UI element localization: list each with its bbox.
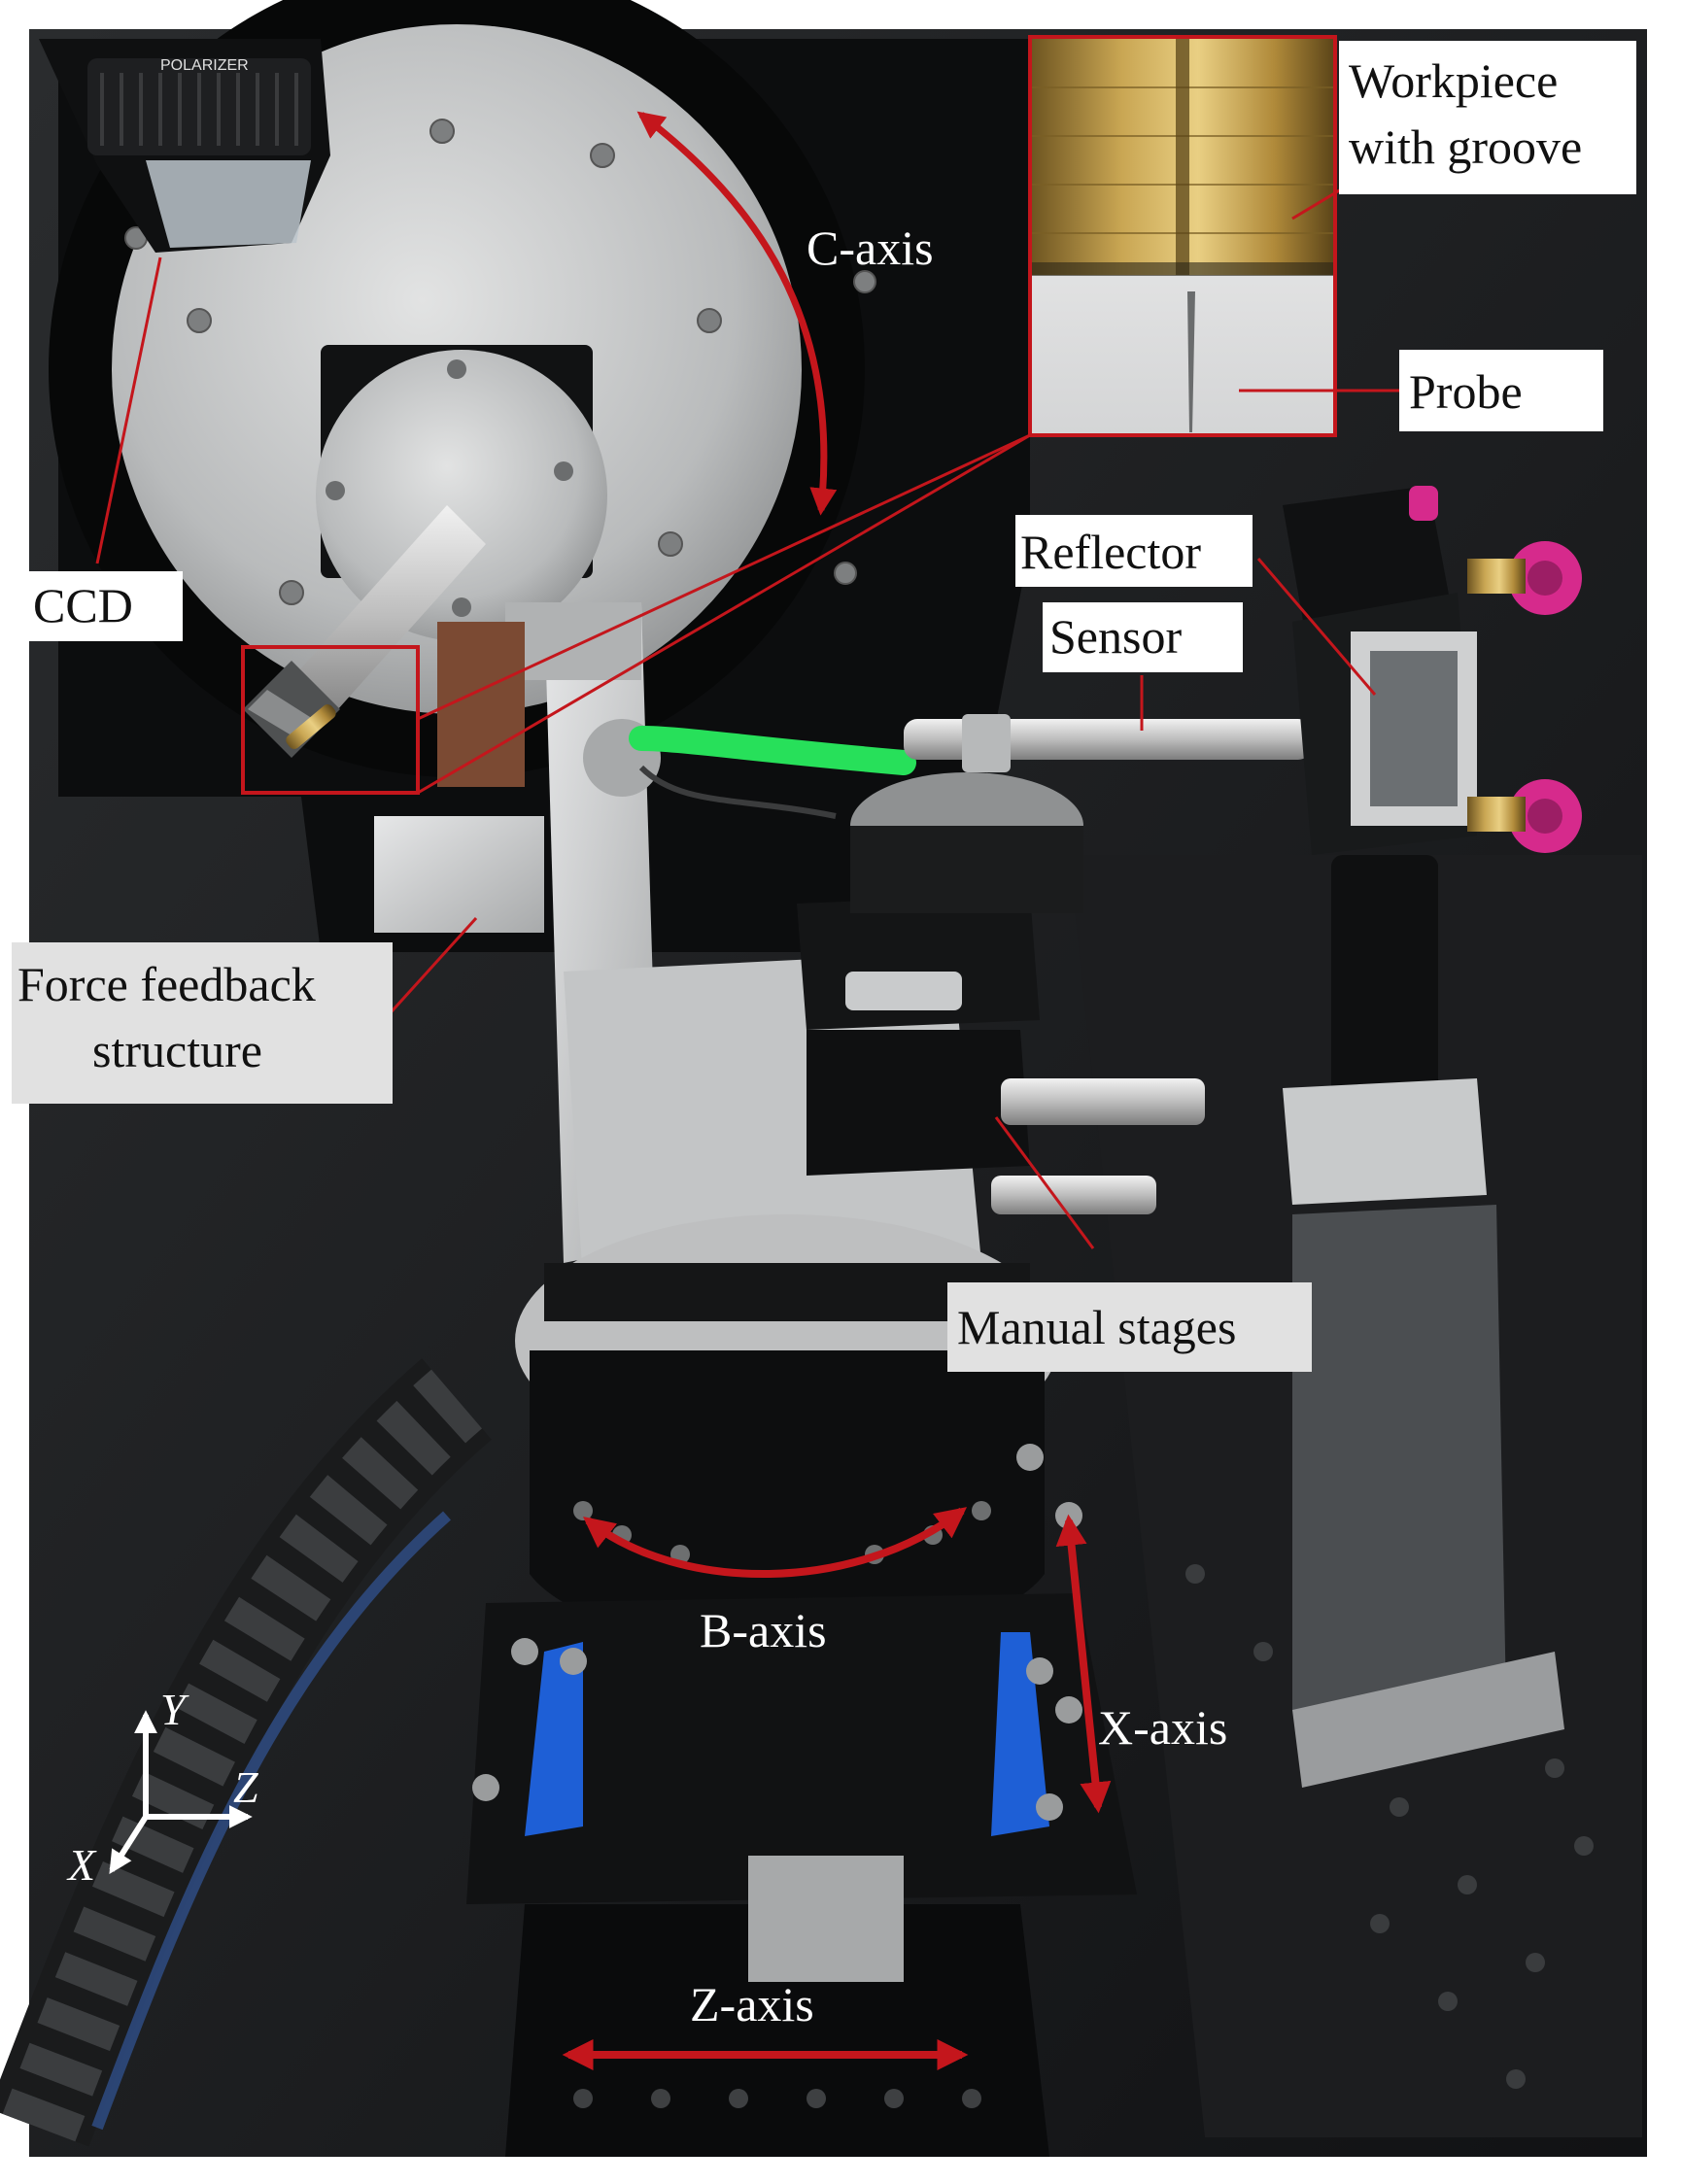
micrometer-2 [991,1176,1156,1214]
z-axis-label: Z-axis [690,1977,814,2031]
x-axis-arrow [1055,1514,1112,1814]
probe-label: Probe [1409,364,1523,419]
ccd-ring-grip [100,73,298,146]
zoom-leader-upper [417,433,1031,721]
x-axis-frame-arrow [109,1815,149,1875]
right-bracket [1292,1205,1506,1710]
lens-marking: POLARIZER [160,57,249,74]
workpiece-label-line2: with groove [1349,119,1582,174]
c-axis-label: C-axis [807,221,934,275]
coordinate-frame: Y Z X [66,1685,258,1890]
sensor-label-box [1043,602,1243,672]
ccd-label: CCD [33,578,133,632]
force-leader [382,916,478,1022]
force-block [374,816,544,933]
zoom-region-box [241,645,420,795]
force-label-line1: Force feedback [17,957,316,1011]
blue-cable [91,1511,451,2131]
stages-label-box [947,1282,1312,1372]
ccd-leader [95,256,162,564]
workpiece-label-box [1339,41,1636,194]
micrometer-1 [1001,1078,1205,1125]
inset-probe [1187,291,1195,432]
force-label-line2: structure [92,1023,262,1077]
inset-groove [1176,37,1189,275]
c-axis-arrow [636,111,838,516]
workpiece-brass [286,704,336,749]
spindle-shaft [282,505,486,729]
reflector-label: Reflector [1020,525,1201,579]
hub-disk [316,350,607,641]
knob-upper-screw [1467,559,1526,594]
flexure-top [505,602,641,680]
inset-zoom [1030,37,1335,435]
reflector-leader [1256,558,1377,696]
force-label-box [12,942,393,1104]
reflector-post [1331,855,1438,1108]
ccd-lens-glass [146,160,311,248]
base-plate [466,1593,1137,1904]
z-carriage [748,1856,904,1982]
green-cable [629,726,916,775]
b-axis-body [530,1350,1045,1647]
reflector-mirror [1370,651,1458,806]
z-holes [573,2089,981,2108]
manual-stages-label: Manual stages [957,1300,1236,1354]
blue-clamp-left [525,1642,583,1836]
z-axis-slide [505,1904,1049,2157]
stages-leader [994,1116,1095,1249]
zoom-leader-lower [417,433,1031,795]
probe-label-box [1399,350,1603,431]
sensor-clamp [962,714,1011,772]
right-bracket-base [1292,1652,1564,1788]
x-axis-label: X-axis [1098,1700,1227,1755]
cable-chain-links [2,1369,483,2142]
hub-screws [326,359,573,617]
rotary-stage-body [850,826,1083,913]
coord-z-label: Z [233,1762,258,1812]
coord-y-label: Y [160,1685,189,1734]
ccd-label-box [29,571,183,641]
stage-lock [845,972,962,1010]
b-axis-label: B-axis [700,1603,827,1657]
b-axis-arrow [582,1507,968,1579]
sensor-label: Sensor [1049,609,1182,664]
inset-frame [1028,35,1337,437]
manual-stage-lower [807,1030,1030,1176]
reflector-label-box [1015,515,1253,587]
post-base [1283,1078,1487,1205]
black-cable [638,765,837,819]
knob-top [1409,486,1438,521]
workpiece-label-line1: Workpiece [1349,53,1558,108]
knob-lower-screw [1467,797,1526,832]
coord-x-label: X [66,1840,97,1890]
